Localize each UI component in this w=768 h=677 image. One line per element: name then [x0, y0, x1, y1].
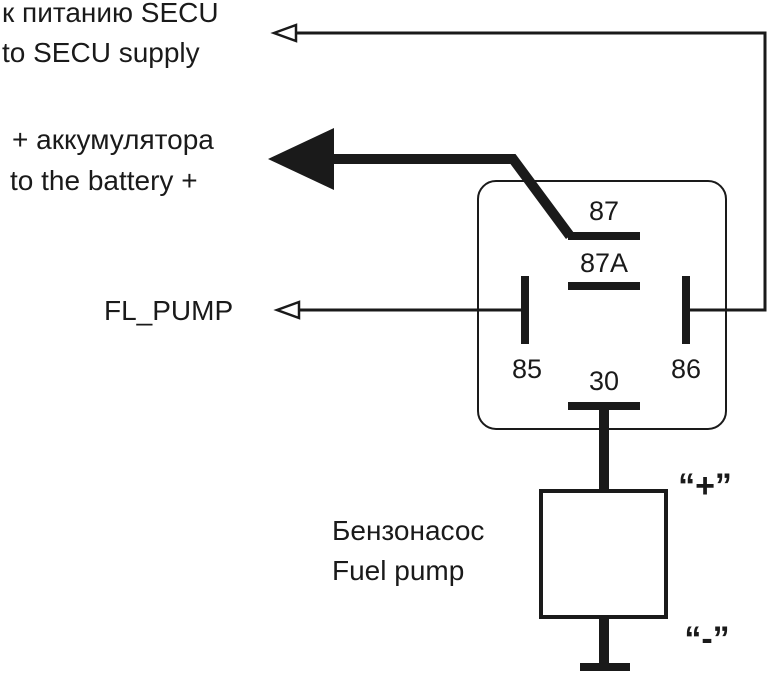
label-minus: “-”: [684, 620, 729, 658]
arrow-fl-pump-icon: [273, 300, 301, 320]
pin-85-label: 85: [512, 354, 542, 384]
label-battery-en: to the battery +: [10, 165, 198, 196]
label-secu-ru: к питанию SECU: [2, 0, 219, 28]
wire-secu-supply: [292, 31, 767, 312]
label-pump-ru: Бензонасос: [332, 515, 484, 546]
arrow-secu-icon: [270, 23, 298, 43]
pin-87-label: 87: [589, 196, 619, 226]
label-plus: “+”: [678, 467, 732, 505]
pin-86-label: 86: [671, 354, 701, 384]
arrow-battery-icon: [268, 128, 334, 190]
label-fl-pump: FL_PUMP: [104, 295, 233, 326]
pin-87a-label: 87A: [580, 248, 628, 278]
wire-battery: [325, 154, 575, 239]
pin-30-label: 30: [589, 366, 619, 396]
label-secu-en: to SECU supply: [2, 37, 200, 68]
label-pump-en: Fuel pump: [332, 555, 464, 586]
label-battery-ru: + аккумулятора: [12, 124, 214, 155]
fuel-pump-box: [539, 489, 668, 619]
